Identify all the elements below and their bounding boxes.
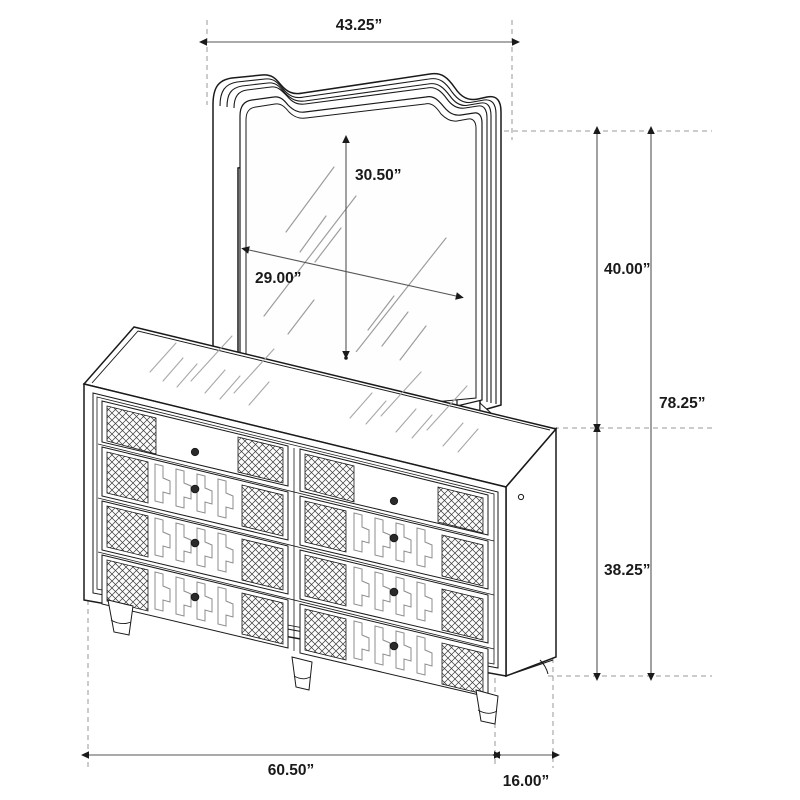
- drawer-lattice-right: [237, 436, 284, 484]
- drawer-knob[interactable]: [190, 538, 200, 548]
- label-glass-width: 29.00”: [255, 270, 302, 287]
- mirror-frame-contour-4: [233, 86, 488, 402]
- mirror-frame-contour-3: [226, 82, 492, 403]
- drawer-face: [101, 446, 289, 541]
- label-mirror-height: 40.00”: [604, 261, 651, 278]
- top-gloss-hatching: [149, 335, 479, 453]
- drawer-hourglass-motif: [154, 571, 234, 627]
- drawer-L3[interactable]: [101, 500, 289, 595]
- drawer-R2[interactable]: [299, 495, 489, 590]
- label-case-width: 60.50”: [268, 762, 315, 779]
- dresser-front-inner-frame-2: [96, 396, 495, 665]
- drawer-hourglass-motif: [353, 566, 433, 622]
- drawer-knob[interactable]: [389, 641, 399, 651]
- drawer-lattice-right: [441, 534, 484, 587]
- drawer-face: [299, 549, 489, 644]
- mirror-frame-contour-2: [219, 78, 497, 404]
- dresser-legs: [107, 599, 499, 725]
- leg-rear-right-cap: [477, 709, 498, 714]
- drawing-root: 43.25” 30.50” 29.00” 40.00” 38.25” 78.25…: [81, 17, 712, 790]
- extension-lines: [87, 20, 712, 768]
- drawer-lattice-left: [106, 505, 149, 558]
- label-case-height: 38.25”: [604, 562, 651, 579]
- dresser-case: [82, 326, 558, 725]
- drawer-R3[interactable]: [299, 549, 489, 644]
- drawer-knob[interactable]: [389, 587, 399, 597]
- drawer-lattice-left: [304, 554, 347, 607]
- dimension-lines: [81, 38, 655, 759]
- drawer-hourglass-motif: [154, 463, 234, 519]
- leg-front-left: [107, 599, 134, 636]
- dimline-glass-width: [241, 246, 464, 300]
- drawer-L4[interactable]: [101, 554, 289, 649]
- label-case-depth: 16.00”: [503, 773, 550, 790]
- drawer-lattice-right: [241, 538, 284, 591]
- drawer-lattice-left: [106, 451, 149, 504]
- drawer-knob[interactable]: [389, 533, 399, 543]
- drawer-hourglass-motif: [154, 517, 234, 573]
- drawer-knob[interactable]: [190, 592, 200, 602]
- drawer-knob[interactable]: [190, 447, 200, 457]
- side-panel-hardware-dot: [517, 493, 525, 501]
- drawer-L2[interactable]: [101, 446, 289, 541]
- dimline-glass-height-anchor-dot: [344, 356, 348, 360]
- leg-front-right-cap: [293, 675, 311, 680]
- drawer-knob[interactable]: [389, 496, 399, 506]
- drawer-face: [101, 554, 289, 649]
- drawer-lattice-right: [241, 592, 284, 645]
- drawer-R1[interactable]: [299, 448, 489, 536]
- drawer-hourglass-motif: [353, 512, 433, 568]
- leg-front-right: [291, 656, 313, 691]
- label-glass-height: 30.50”: [355, 167, 402, 184]
- drawer-lattice-left: [106, 405, 157, 455]
- dresser-top-inner-edge: [91, 330, 551, 431]
- leg-front-left-cap: [110, 619, 132, 625]
- drawer-L1[interactable]: [101, 400, 289, 487]
- label-overall-height: 78.25”: [659, 395, 706, 412]
- leg-rear-right: [475, 689, 499, 725]
- case-rear-base-corner: [505, 659, 554, 677]
- drawer-lattice-right: [241, 484, 284, 537]
- label-mirror-width: 43.25”: [336, 17, 383, 34]
- drawer-lattice-left: [304, 608, 347, 661]
- drawer-lattice-left: [106, 559, 149, 612]
- drawer-divider-rails: [97, 443, 495, 651]
- drawer-lattice-right: [441, 588, 484, 641]
- drawer-knob[interactable]: [190, 484, 200, 494]
- dresser-front-inner-frame: [92, 392, 499, 669]
- drawer-lattice-left: [304, 453, 355, 503]
- drawer-face: [299, 495, 489, 590]
- drawer-face: [101, 500, 289, 595]
- drawer-lattice-right: [437, 486, 484, 534]
- drawer-lattice-left: [304, 500, 347, 553]
- drawer-R4[interactable]: [299, 603, 489, 698]
- dimension-labels: 43.25” 30.50” 29.00” 40.00” 38.25” 78.25…: [255, 17, 706, 790]
- drawer-hourglass-motif: [353, 620, 433, 676]
